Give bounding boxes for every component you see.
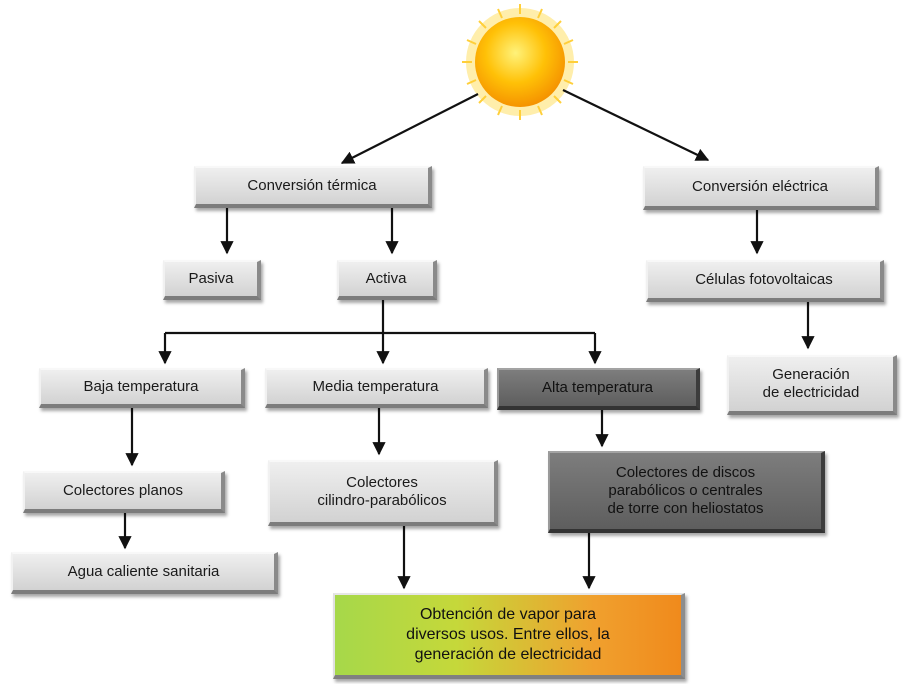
node-generacion-electricidad: Generación de electricidad <box>727 355 897 415</box>
node-media-temperatura: Media temperatura <box>265 368 488 408</box>
node-colectores-cilindro: Colectores cilindro-parabólicos <box>268 460 498 526</box>
sun-icon <box>462 4 578 120</box>
node-conversion-electrica: Conversión eléctrica <box>643 166 879 210</box>
node-colectores-discos: Colectores de discos parabólicos o centr… <box>548 451 825 533</box>
node-activa: Activa <box>337 260 437 300</box>
node-conversion-termica: Conversión térmica <box>194 166 432 208</box>
connector-lines <box>118 89 815 590</box>
node-obtencion-vapor: Obtención de vapor para diversos usos. E… <box>333 593 685 679</box>
node-pasiva: Pasiva <box>163 260 261 300</box>
node-alta-temperatura: Alta temperatura <box>497 368 700 410</box>
node-baja-temperatura: Baja temperatura <box>39 368 245 408</box>
node-colectores-planos: Colectores planos <box>23 471 225 513</box>
node-celulas-fotovoltaicas: Células fotovoltaicas <box>646 260 884 302</box>
node-agua-caliente: Agua caliente sanitaria <box>11 552 278 594</box>
